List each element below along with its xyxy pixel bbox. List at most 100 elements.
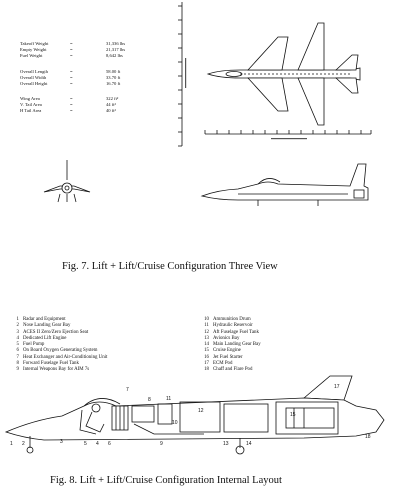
spec-eq: = — [70, 108, 73, 113]
figure-caption: Fig. 8. Lift + Lift/Cruise Configuration… — [50, 475, 282, 486]
callout-label: 18 — [365, 434, 371, 440]
spec-row: Wing Area = 322 ft² — [20, 96, 140, 102]
spec-label: Overall Height — [20, 81, 48, 86]
legend-text: ACES II Zero/Zero Ejection Seat — [23, 329, 89, 335]
spec-value: 21,317 lbs — [106, 47, 126, 52]
legend-text: Fuel Pump — [23, 342, 45, 348]
spec-row: V. Tail Area = 44 ft² — [20, 102, 140, 108]
legend-number: 3 — [16, 329, 19, 335]
legend-item: 15 Cruise Engine — [202, 348, 382, 354]
spec-label: Overall Width — [20, 75, 47, 80]
legend-text: Chaff and Flare Pod — [213, 367, 253, 373]
top-view-drawing — [206, 22, 361, 126]
callout-label: 15 — [290, 412, 296, 418]
legend-text: Heat Exchanger and Air-Conditioning Unit — [23, 354, 108, 360]
figure-caption: Fig. 7. Lift + Lift/Cruise Configuration… — [62, 261, 278, 272]
legend-number: 13 — [204, 335, 209, 341]
legend-text: Ammunition Drum — [213, 317, 251, 322]
spec-eq: = — [70, 53, 73, 58]
callout-label: 3 — [60, 439, 63, 445]
callout-label: 14 — [246, 441, 252, 447]
legend-number: 15 — [204, 348, 209, 354]
legend-item: 2 Nose Landing Gear Bay — [12, 323, 192, 329]
legend-text: Aft Fuselage Fuel Tank — [213, 329, 259, 335]
spec-value: 31,336 lbs — [106, 41, 126, 46]
legend-number: 6 — [16, 348, 19, 354]
spec-row: Overall Width = 33.70 ft — [20, 75, 140, 81]
callout-label: 12 — [198, 408, 204, 414]
front-view-drawing — [43, 160, 91, 203]
legend-text: Avionics Bay — [213, 335, 240, 341]
spec-value: 40 ft² — [106, 108, 116, 113]
spec-label: Wing Area — [20, 96, 40, 101]
legend-text: Radar and Equipment — [23, 317, 66, 322]
callout-label: 1 — [10, 441, 13, 447]
callout-label: 7 — [126, 387, 129, 393]
legend-item: 3 ACES II Zero/Zero Ejection Seat — [12, 330, 192, 336]
spec-row: Overall Length = 58.00 ft — [20, 69, 140, 75]
horizontal-scale-ruler — [204, 130, 372, 140]
spec-label: H Tail Area — [20, 108, 42, 113]
legend-number: 12 — [204, 329, 209, 335]
callout-label: 6 — [108, 441, 111, 447]
spec-label: Empty Weight — [20, 47, 47, 52]
legend-item: 1 Radar and Equipment — [12, 317, 192, 323]
callout-label: 17 — [334, 384, 340, 390]
spec-row: Fuel Weight = 8,642 lbs — [20, 53, 140, 59]
legend-text: Jet Fuel Starter — [213, 354, 243, 360]
spec-value: 44 ft² — [106, 102, 116, 107]
spec-eq: = — [70, 81, 73, 86]
callout-label: 8 — [148, 397, 151, 403]
spec-row: H Tail Area = 40 ft² — [20, 108, 140, 114]
spec-value: 58.00 ft — [106, 69, 121, 74]
legend-number: 5 — [16, 342, 19, 348]
spec-label: Fuel Weight — [20, 53, 43, 58]
legend-number: 8 — [16, 361, 19, 367]
legend-item: 5 Fuel Pump — [12, 342, 192, 348]
legend-item: 9 Internal Weapons Bay for AIM 7s — [12, 367, 192, 373]
legend-left: 1 Radar and Equipment 2 Nose Landing Gear … — [12, 317, 192, 377]
legend-number: 2 — [16, 323, 19, 329]
spec-label: Takeoff Weight — [20, 41, 49, 46]
legend-number: 18 — [204, 367, 209, 373]
legend-number: 10 — [204, 317, 209, 322]
spec-value: 8,642 lbs — [106, 53, 123, 58]
internal-layout-drawing — [4, 375, 385, 455]
legend-number: 7 — [16, 354, 19, 360]
spec-label: V. Tail Area — [20, 102, 42, 107]
spec-row: Empty Weight = 21,317 lbs — [20, 47, 140, 53]
spec-table: Takeoff Weight = 31,336 lbs Empty Weight… — [20, 41, 140, 121]
legend-text: Internal Weapons Bay for AIM 7s — [23, 367, 90, 373]
callout-label: 10 — [172, 420, 178, 426]
callout-label: 11 — [166, 396, 172, 402]
legend-number: 1 — [16, 317, 19, 322]
spec-eq: = — [70, 102, 73, 107]
spec-eq: = — [70, 75, 73, 80]
legend-number: 17 — [204, 361, 209, 367]
spec-value: 322 ft² — [106, 96, 119, 101]
callout-label: 2 — [22, 441, 25, 447]
spec-row: Takeoff Weight = 31,336 lbs — [20, 41, 140, 47]
spec-label: Overall Length — [20, 69, 48, 74]
legend-number: 11 — [204, 323, 209, 329]
callout-label: 9 — [160, 441, 163, 447]
spec-row: Overall Height = 16.70 ft — [20, 81, 140, 87]
spec-eq: = — [70, 96, 73, 101]
spec-eq: = — [70, 69, 73, 74]
legend-item: 13 Avionics Bay — [202, 336, 382, 342]
legend-text: Cruise Engine — [213, 348, 241, 354]
legend-number: 4 — [16, 335, 19, 341]
legend-text: Nose Landing Gear Bay — [23, 323, 71, 329]
legend-number: 9 — [16, 367, 19, 373]
legend-item: 10 Ammunition Drum — [202, 317, 382, 323]
legend-item: 7 Heat Exchanger and Air-Conditioning Uni… — [12, 355, 192, 361]
callout-label: 4 — [96, 441, 99, 447]
